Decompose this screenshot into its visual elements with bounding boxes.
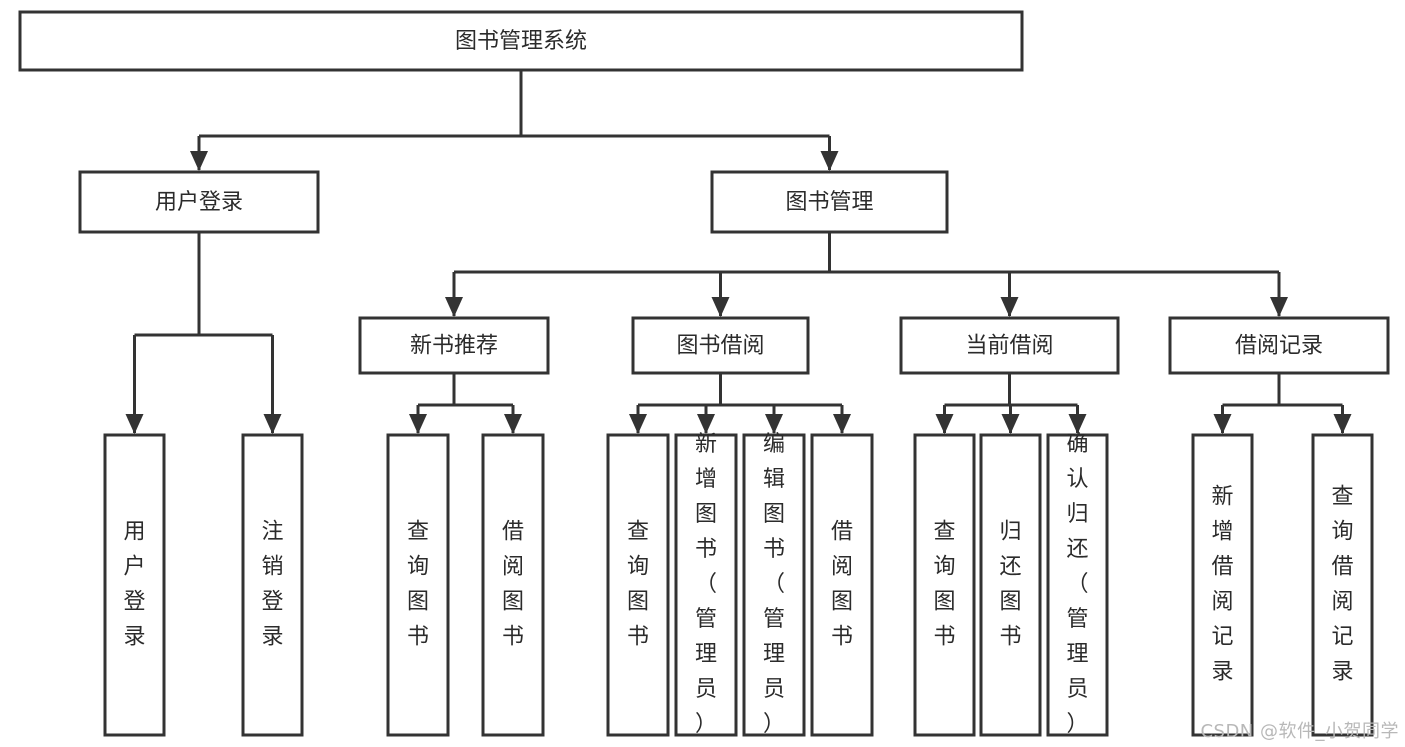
node-label: 新增图书（管理员） xyxy=(695,432,717,737)
node-label: 确认归还（管理员） xyxy=(1066,432,1088,737)
connectors-layer xyxy=(125,70,1352,434)
node-label: 查询图书 xyxy=(627,520,649,650)
node-label: 借阅图书 xyxy=(502,520,524,650)
node-label: 查询借阅记录 xyxy=(1331,485,1353,685)
node-leaf-query-borrow-record[interactable]: 查询借阅记录 xyxy=(1311,433,1374,737)
node-leaf-logout-login[interactable]: 注销登录 xyxy=(241,433,304,737)
node-borrow-record[interactable]: 借阅记录 xyxy=(1168,316,1390,375)
node-leaf-add-book-admin[interactable]: 新增图书（管理员） xyxy=(674,432,738,737)
node-leaf-query-book-3[interactable]: 查询图书 xyxy=(913,433,976,737)
node-leaf-add-borrow-record[interactable]: 新增借阅记录 xyxy=(1191,433,1254,737)
node-box[interactable] xyxy=(979,433,1042,737)
node-box[interactable] xyxy=(386,433,450,737)
node-leaf-borrow-book-2[interactable]: 借阅图书 xyxy=(810,433,874,737)
node-label: 归还图书 xyxy=(999,520,1021,650)
node-leaf-query-book-1[interactable]: 查询图书 xyxy=(386,433,450,737)
node-box[interactable] xyxy=(78,170,320,234)
node-label: 当前借阅 xyxy=(965,334,1053,359)
node-box[interactable] xyxy=(742,433,806,737)
node-leaf-borrow-book-1[interactable]: 借阅图书 xyxy=(481,433,545,737)
node-box[interactable] xyxy=(18,10,1024,72)
node-label: 借阅记录 xyxy=(1235,334,1323,359)
node-user-login[interactable]: 用户登录 xyxy=(78,170,320,234)
node-label: 查询图书 xyxy=(933,520,955,650)
node-label: 新书推荐 xyxy=(410,334,498,359)
node-box[interactable] xyxy=(810,433,874,737)
node-label: 图书管理系统 xyxy=(455,29,587,54)
node-book-borrow[interactable]: 图书借阅 xyxy=(631,316,810,375)
node-box[interactable] xyxy=(606,433,670,737)
node-box[interactable] xyxy=(103,433,166,737)
node-box[interactable] xyxy=(1191,433,1254,737)
node-current-borrow[interactable]: 当前借阅 xyxy=(899,316,1120,375)
node-new-book-recommend[interactable]: 新书推荐 xyxy=(358,316,550,375)
node-box[interactable] xyxy=(710,170,949,234)
node-label: 注销登录 xyxy=(261,520,283,650)
node-root[interactable]: 图书管理系统 xyxy=(18,10,1024,72)
node-leaf-user-login[interactable]: 用户登录 xyxy=(103,433,166,737)
node-leaf-edit-book-admin[interactable]: 编辑图书（管理员） xyxy=(742,432,806,737)
node-label: 编辑图书（管理员） xyxy=(763,432,785,737)
node-box[interactable] xyxy=(1046,433,1109,737)
node-label: 图书管理 xyxy=(785,190,873,215)
node-box[interactable] xyxy=(1168,316,1390,375)
node-box[interactable] xyxy=(481,433,545,737)
node-box[interactable] xyxy=(358,316,550,375)
node-box[interactable] xyxy=(913,433,976,737)
node-leaf-confirm-return-admin[interactable]: 确认归还（管理员） xyxy=(1046,432,1109,737)
csdn-watermark: CSDN @软件_小贺同学 xyxy=(1200,721,1399,742)
node-label: 用户登录 xyxy=(155,190,243,215)
node-label: 图书借阅 xyxy=(676,334,764,359)
node-box[interactable] xyxy=(631,316,810,375)
node-box[interactable] xyxy=(674,433,738,737)
node-leaf-query-book-2[interactable]: 查询图书 xyxy=(606,433,670,737)
node-leaf-return-book[interactable]: 归还图书 xyxy=(979,433,1042,737)
node-label: 新增借阅记录 xyxy=(1211,485,1233,685)
node-label: 用户登录 xyxy=(123,520,145,650)
node-book-manage[interactable]: 图书管理 xyxy=(710,170,949,234)
node-box[interactable] xyxy=(241,433,304,737)
node-box[interactable] xyxy=(899,316,1120,375)
node-label: 借阅图书 xyxy=(831,520,853,650)
node-box[interactable] xyxy=(1311,433,1374,737)
boxes-layer: 图书管理系统用户登录图书管理新书推荐图书借阅当前借阅借阅记录用户登录注销登录查询… xyxy=(18,10,1390,737)
node-label: 查询图书 xyxy=(407,520,429,650)
